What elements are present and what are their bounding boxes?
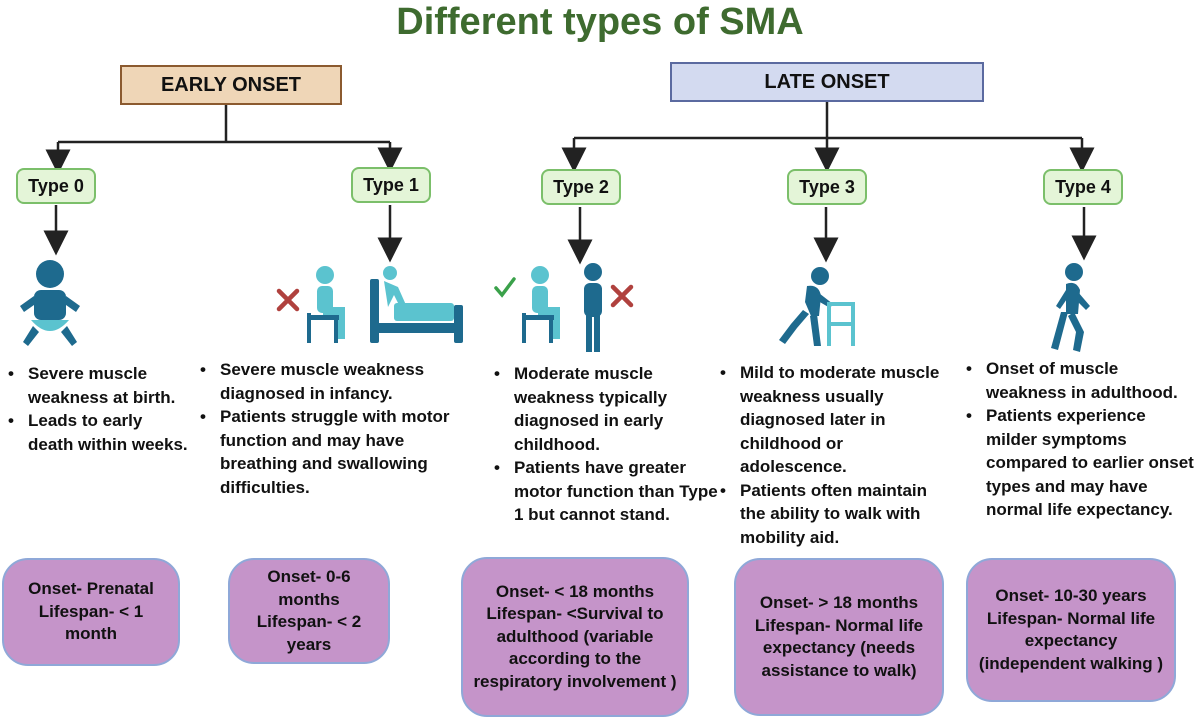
- onset-text: Onset- Prenatal: [28, 579, 154, 599]
- sitting-person-icon: [307, 266, 345, 343]
- type-4-label: Type 4: [1043, 169, 1123, 205]
- late-onset-box: LATE ONSET: [670, 62, 984, 102]
- page-title: Different types of SMA: [396, 1, 804, 43]
- list-item: Patients often maintain the ability to w…: [718, 479, 948, 550]
- baby-icon: [20, 260, 80, 346]
- early-onset-box: EARLY ONSET: [120, 65, 342, 105]
- lifespan-text: Lifespan- Normal life expectancy (indepe…: [978, 608, 1164, 673]
- list-item: Patients experience milder symptoms comp…: [964, 404, 1196, 522]
- lifespan-text: Lifespan- < 2 years: [256, 612, 362, 654]
- type-0-label: Type 0: [16, 168, 96, 204]
- type-1-bullets: Severe muscle weakness diagnosed in infa…: [198, 358, 468, 499]
- bed-icon: [370, 266, 463, 343]
- list-item: Leads to early death within weeks.: [6, 409, 192, 456]
- type-0-bullets: Severe muscle weakness at birth. Leads t…: [6, 362, 192, 456]
- list-item: Patients have greater motor function tha…: [492, 456, 720, 527]
- onset-text: Onset- 0-6 months: [267, 567, 351, 609]
- onset-text: Onset- 10-30 years: [995, 586, 1147, 605]
- list-item: Onset of muscle weakness in adulthood.: [964, 357, 1196, 404]
- lifespan-text: Lifespan- < 1 month: [38, 601, 144, 644]
- list-item: Moderate muscle weakness typically diagn…: [492, 362, 720, 456]
- lifespan-text: Lifespan- Normal life expectancy (needs …: [754, 615, 924, 680]
- cross-icon: [276, 288, 300, 312]
- type-4-bullets: Onset of muscle weakness in adulthood. P…: [964, 357, 1196, 522]
- onset-text: Onset- > 18 months: [759, 593, 919, 612]
- standing-person-icon: [584, 263, 602, 352]
- cross-icon: [610, 284, 634, 308]
- type-2-bullets: Moderate muscle weakness typically diagn…: [492, 362, 720, 527]
- check-icon: [494, 277, 516, 298]
- walker-person-icon: [779, 267, 855, 346]
- list-item: Severe muscle weakness diagnosed in infa…: [198, 358, 468, 405]
- type-3-bullets: Mild to moderate muscle weakness usually…: [718, 361, 948, 549]
- walking-person-icon: [1051, 263, 1090, 352]
- type-3-label: Type 3: [787, 169, 867, 205]
- list-item: Severe muscle weakness at birth.: [6, 362, 192, 409]
- onset-text: Onset- < 18 months: [495, 581, 655, 601]
- list-item: Patients struggle with motor function an…: [198, 405, 468, 499]
- type-1-label: Type 1: [351, 167, 431, 203]
- sitting-person-icon: [522, 266, 560, 343]
- lifespan-text: Lifespan- <Survival to adulthood (variab…: [473, 604, 677, 691]
- list-item: Mild to moderate muscle weakness usually…: [718, 361, 948, 479]
- type-2-label: Type 2: [541, 169, 621, 205]
